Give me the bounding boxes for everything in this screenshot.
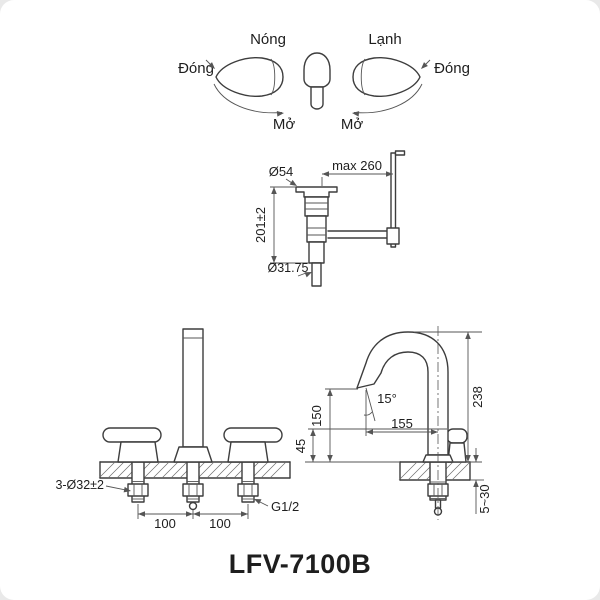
cold-label: Lạnh: [368, 31, 401, 48]
dim-arrowhead-icon: [186, 511, 193, 517]
dim-arrowhead-icon: [322, 171, 329, 177]
dim-arrowhead-icon: [327, 389, 333, 396]
left-lever-front: [102, 427, 162, 443]
dim-arrowhead-icon: [304, 272, 312, 278]
popup-rod-ball: [188, 501, 198, 511]
open-right-arrowhead-icon: [352, 111, 360, 117]
open-left-label: Mở: [273, 116, 295, 133]
open-right-arc: [353, 83, 423, 114]
center-mounting-nut: [182, 483, 204, 497]
left-mounting-nut: [127, 483, 149, 497]
thread-label: G1/2: [271, 499, 299, 514]
rod-clamp: [386, 227, 400, 245]
dim-arrowhead-icon: [473, 480, 479, 487]
dim-arrowhead-icon: [327, 455, 333, 462]
left-handle-base-front: [117, 441, 159, 463]
lever-side: [446, 428, 468, 444]
dim-arrowhead-icon: [271, 256, 277, 263]
right-handle-base-front: [227, 441, 269, 463]
lift-rod: [390, 152, 397, 248]
spout-top-view-stem: [310, 86, 324, 110]
hot-label: Nóng: [250, 31, 286, 48]
open-left-arc: [213, 83, 283, 114]
faucet-front-view: 100 100 3-Ø32±2 G1/2: [55, 328, 299, 531]
cold-handle-cap-line: [360, 58, 366, 96]
dim-flange-diameter: Ø54: [269, 164, 294, 179]
spout-column-front: [182, 328, 204, 448]
dim-handle-height: 45: [293, 439, 308, 453]
dim-leader-line: [297, 272, 307, 277]
gooseneck-spout: [356, 331, 449, 456]
dim-tail-diameter: Ø31.75: [267, 261, 308, 275]
dim-holes-label: 3-Ø32±2: [55, 478, 104, 492]
open-left-arrowhead-icon: [276, 111, 284, 117]
drain-lower-body: [308, 241, 325, 264]
dim-pitch-left: 100: [154, 516, 176, 531]
hot-handle-shape: [215, 57, 284, 97]
dim-drain-height: 201±2: [253, 207, 268, 243]
dim-arrowhead-icon: [254, 499, 262, 505]
close-right-arrowhead-icon: [421, 62, 428, 69]
dim-deck-thickness: 5~30: [477, 484, 492, 513]
close-left-label: Đóng: [178, 60, 214, 77]
angle-reference-line: [365, 387, 376, 422]
drain-flange: [295, 186, 338, 198]
right-mounting-nut: [237, 483, 259, 497]
spout-side-view: 15° 150 45 155 238 5~30: [293, 326, 492, 520]
dim-arrowhead-icon: [431, 429, 438, 435]
spout-base-front: [173, 446, 213, 463]
dim-arrowhead-icon: [193, 511, 200, 517]
drain-mid-body: [306, 215, 327, 243]
dim-overall-height: 238: [470, 386, 485, 408]
model-number: LFV-7100B: [229, 549, 372, 579]
dim-outlet-height: 150: [309, 405, 324, 427]
dim-arrowhead-icon: [386, 171, 393, 177]
dim-arrowhead-icon: [241, 511, 248, 517]
dim-arrowhead-icon: [310, 429, 316, 436]
handle-operation-diagram: Nóng Lạnh Đóng Đóng Mở Mở: [178, 31, 470, 133]
popup-drain-detail: max 260 201±2 Ø54 Ø31.75: [253, 150, 406, 287]
dim-max-rod-length: max 260: [332, 158, 382, 173]
lift-rod-handle: [394, 150, 406, 156]
dim-spout-angle: 15°: [377, 391, 397, 406]
hot-handle-cap-line: [270, 58, 276, 96]
dim-arrowhead-icon: [465, 332, 471, 339]
dim-arrowhead-icon: [123, 486, 131, 493]
dim-arrowhead-icon: [289, 179, 297, 186]
right-lever-front: [223, 427, 283, 443]
cold-handle-shape: [352, 57, 421, 97]
dim-arrowhead-icon: [473, 455, 479, 462]
dim-arrowhead-icon: [271, 187, 277, 194]
dim-spout-reach: 155: [391, 416, 413, 431]
dim-arrowhead-icon: [310, 455, 316, 462]
drain-upper-body: [304, 196, 329, 217]
spout-top-view-head: [303, 52, 331, 88]
dim-arrowhead-icon: [366, 429, 373, 435]
close-left-arrowhead-icon: [208, 62, 215, 69]
dim-arrowhead-icon: [138, 511, 145, 517]
dim-pitch-right: 100: [209, 516, 231, 531]
drain-tail-pipe: [311, 262, 322, 287]
open-right-label: Mở: [341, 116, 363, 133]
angle-arc: [363, 411, 373, 416]
close-right-label: Đóng: [434, 60, 470, 77]
dim-arrowhead-icon: [465, 455, 471, 462]
